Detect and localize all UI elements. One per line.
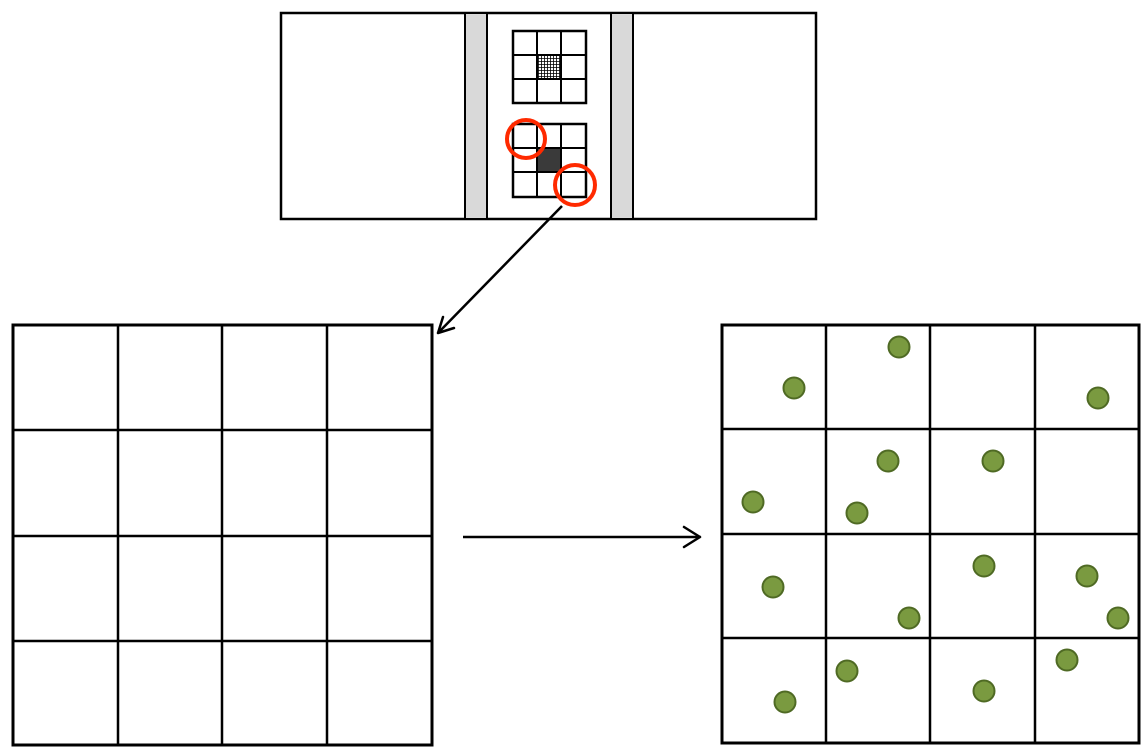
sample-point <box>1055 648 1079 672</box>
sample-point <box>897 606 921 630</box>
sample-point <box>1075 564 1099 588</box>
sample-point <box>782 376 806 400</box>
sample-point <box>835 659 859 683</box>
top-cell-group-lower <box>511 122 588 199</box>
top-cell-group-upper <box>511 29 588 105</box>
sample-point <box>972 679 996 703</box>
sample-point <box>741 490 765 514</box>
left-grid <box>11 323 434 747</box>
sample-points <box>741 335 1130 714</box>
sample-point <box>981 449 1005 473</box>
highlight-circle-topleft <box>505 118 547 160</box>
sample-point <box>876 449 900 473</box>
top-panel-left-strip <box>464 12 488 220</box>
arrow-to-right-grid <box>463 525 702 549</box>
sample-point <box>773 690 797 714</box>
top-panel-right-strip <box>610 12 634 220</box>
sample-point <box>1106 606 1130 630</box>
sample-point <box>761 575 785 599</box>
arrow-to-left-grid <box>436 205 563 335</box>
sample-point <box>845 501 869 525</box>
top-cell-upper-center <box>537 55 561 79</box>
highlight-circle-bottomright <box>553 163 597 207</box>
sample-point <box>972 554 996 578</box>
right-grid <box>720 323 1141 745</box>
sample-point <box>1086 386 1110 410</box>
top-panel <box>279 11 818 221</box>
sample-point <box>887 335 911 359</box>
